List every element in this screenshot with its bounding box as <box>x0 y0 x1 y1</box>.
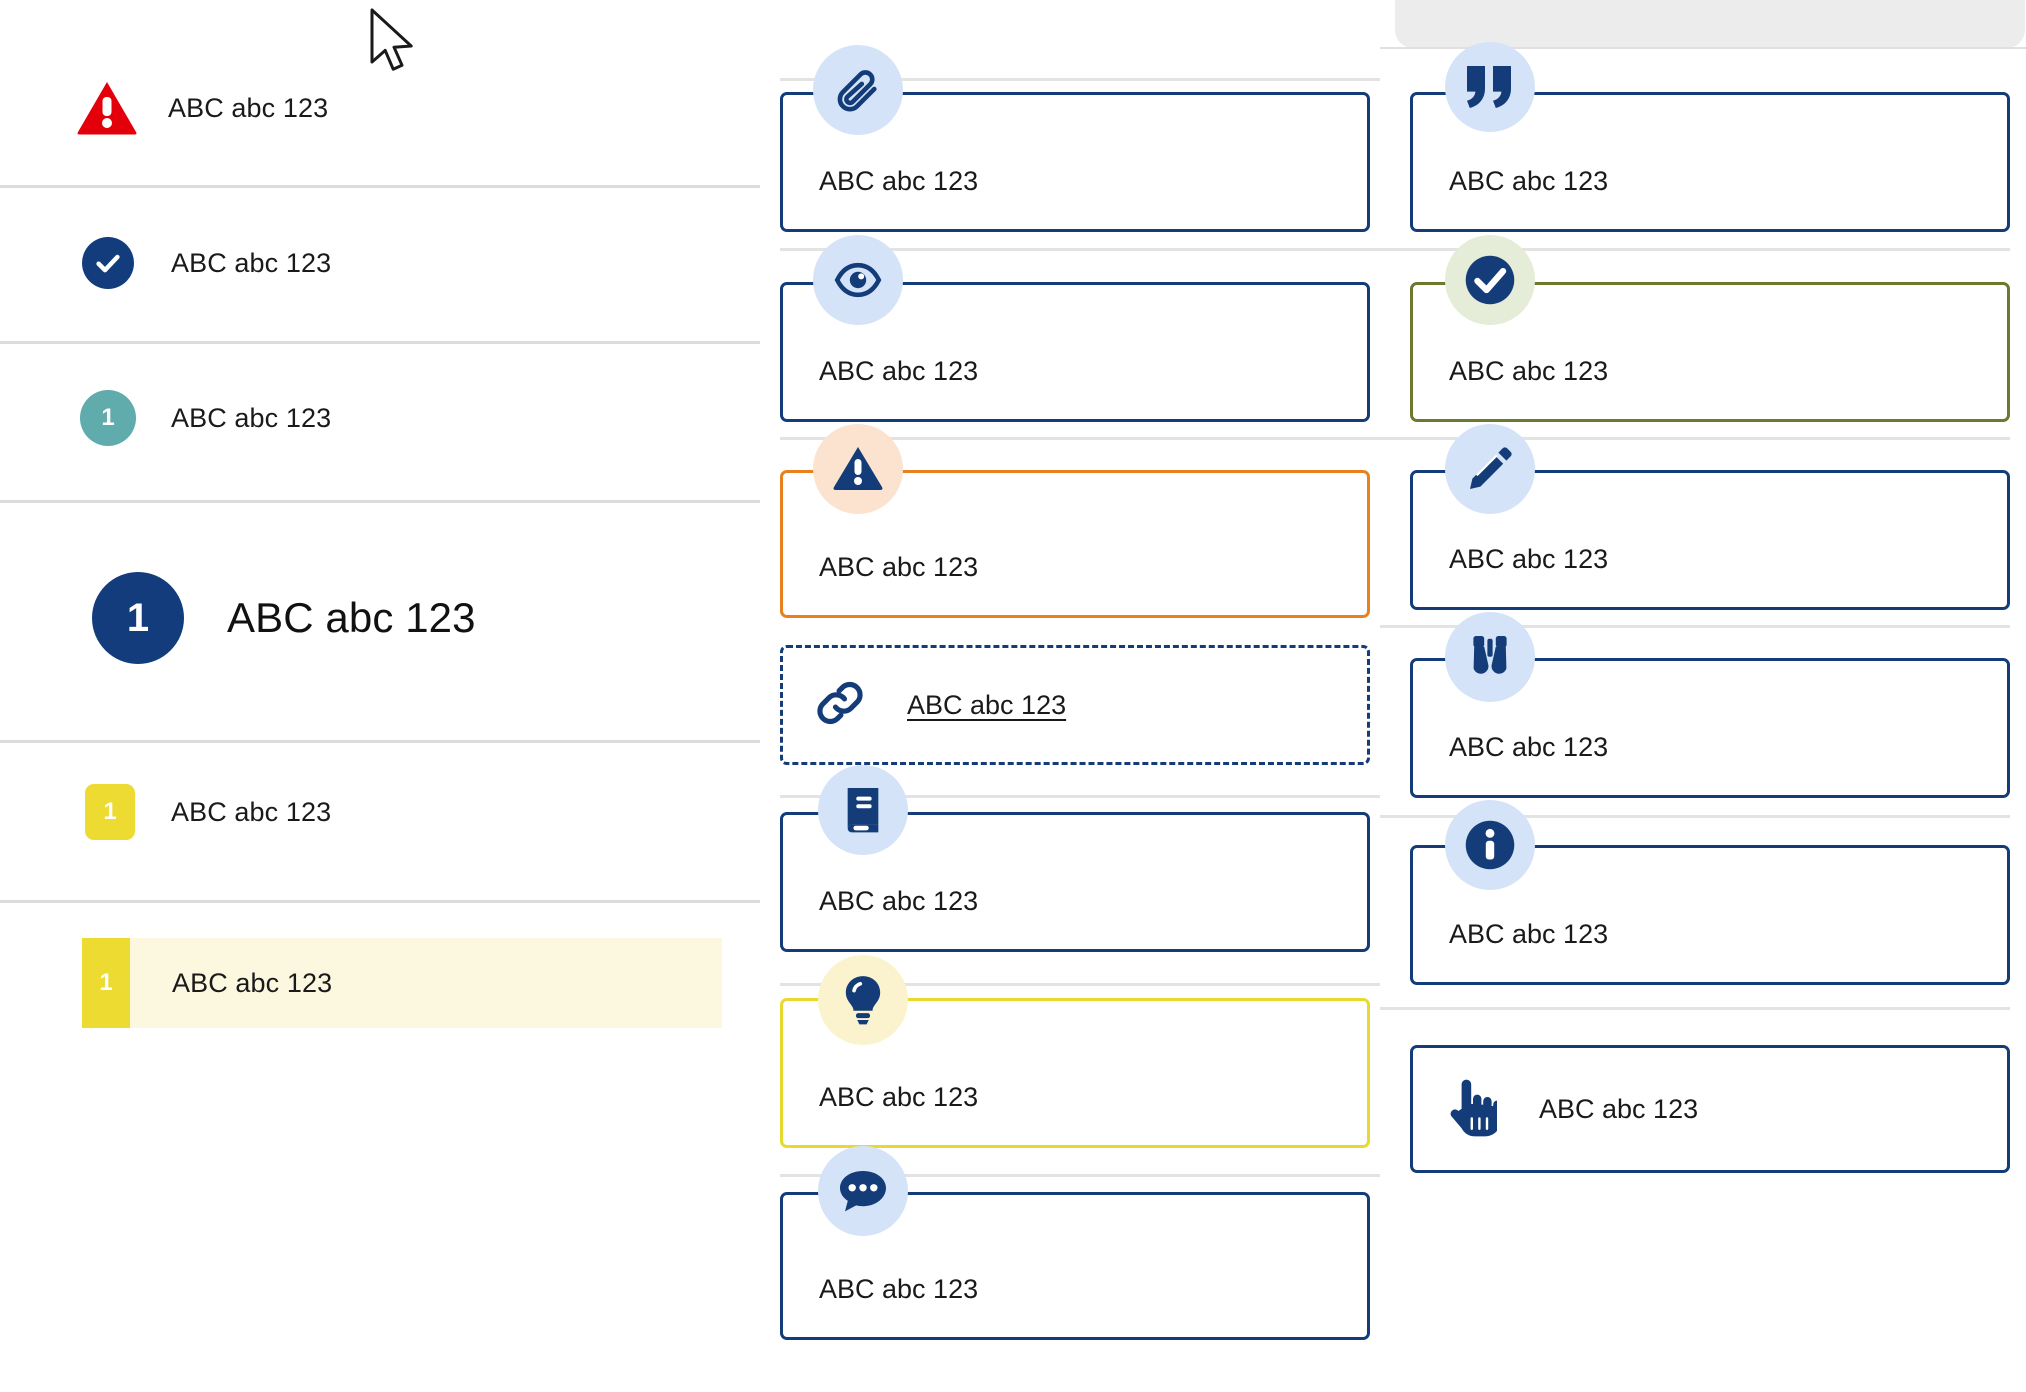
card-label: ABC abc 123 <box>1539 1093 1699 1124</box>
card-separator <box>780 248 1380 251</box>
alert-triangle-icon <box>76 77 138 139</box>
card-label: ABC abc 123 <box>819 886 979 916</box>
status-list: ABC abc 123 ABC abc 123 1 ABC abc 123 1 … <box>0 0 760 1392</box>
list-item-label: ABC abc 123 <box>171 247 332 278</box>
number-circle-large-icon: 1 <box>92 572 184 664</box>
card-separator <box>780 1174 1380 1177</box>
list-item-step-yellow[interactable]: 1 ABC abc 123 <box>0 784 760 840</box>
list-item-label: ABC abc 123 <box>172 967 333 998</box>
list-divider <box>0 500 760 503</box>
badge-number: 1 <box>103 798 117 825</box>
quote-icon <box>1445 42 1535 132</box>
list-divider <box>0 900 760 903</box>
card-action[interactable]: ABC abc 123 <box>1410 1045 2010 1173</box>
card-label: ABC abc 123 <box>1449 919 1609 949</box>
list-item-alert[interactable]: ABC abc 123 <box>0 78 760 138</box>
eye-icon <box>813 235 903 325</box>
top-panel-divider <box>1380 47 2026 49</box>
card-label: ABC abc 123 <box>819 166 979 196</box>
badge-number: 1 <box>126 596 150 640</box>
number-circle-icon: 1 <box>80 390 136 446</box>
link-chain-icon <box>813 676 867 735</box>
number-square-icon: 1 <box>85 784 135 840</box>
card-separator <box>1380 1007 2010 1010</box>
badge-number: 1 <box>99 969 113 996</box>
card-separator <box>1380 625 2010 628</box>
card-success[interactable]: ABC abc 123 <box>1410 282 2010 422</box>
list-item-label: ABC abc 123 <box>171 402 332 433</box>
pencil-icon <box>1445 424 1535 514</box>
card-link[interactable]: ABC abc 123 <box>780 645 1370 765</box>
card-label: ABC abc 123 <box>1449 544 1609 574</box>
card-separator <box>780 437 1380 440</box>
badge-number: 1 <box>101 404 115 431</box>
list-item-label: ABC abc 123 <box>168 92 329 123</box>
card-label: ABC abc 123 <box>819 1082 979 1112</box>
list-item-step-teal[interactable]: 1 ABC abc 123 <box>0 390 760 446</box>
card-separator <box>780 983 1380 986</box>
info-circle-icon <box>1445 800 1535 890</box>
list-item-label: ABC abc 123 <box>171 796 332 827</box>
card-separator <box>1380 437 2010 440</box>
card-separator <box>780 78 1380 81</box>
card-separator <box>1380 815 2010 818</box>
list-divider <box>0 740 760 743</box>
paperclip-icon <box>813 45 903 135</box>
number-bar-icon: 1 <box>82 938 130 1028</box>
list-item-success[interactable]: ABC abc 123 <box>0 235 760 291</box>
warning-triangle-icon <box>813 424 903 514</box>
card-separator <box>780 795 1380 798</box>
card-label: ABC abc 123 <box>1449 732 1609 762</box>
list-item-step-highlighted[interactable]: 1 ABC abc 123 <box>82 938 722 1028</box>
binoculars-icon <box>1445 612 1535 702</box>
check-circle-icon <box>1445 235 1535 325</box>
list-item-step-primary[interactable]: 1 ABC abc 123 <box>0 572 760 664</box>
lightbulb-icon <box>818 955 908 1045</box>
check-circle-icon <box>82 237 134 289</box>
card-label[interactable]: ABC abc 123 <box>907 689 1067 720</box>
book-icon <box>818 765 908 855</box>
card-separator <box>1380 248 2010 251</box>
mouse-cursor <box>368 8 418 78</box>
card-label: ABC abc 123 <box>1449 356 1609 386</box>
speech-bubble-icon <box>818 1146 908 1236</box>
pointing-hand-icon <box>1443 1076 1501 1143</box>
list-divider <box>0 341 760 344</box>
card-label: ABC abc 123 <box>1449 166 1609 196</box>
card-label: ABC abc 123 <box>819 1274 979 1304</box>
card-label: ABC abc 123 <box>819 356 979 386</box>
list-item-label: ABC abc 123 <box>227 594 476 641</box>
list-divider <box>0 185 760 188</box>
card-label: ABC abc 123 <box>819 552 979 582</box>
top-panel <box>1395 0 2025 48</box>
